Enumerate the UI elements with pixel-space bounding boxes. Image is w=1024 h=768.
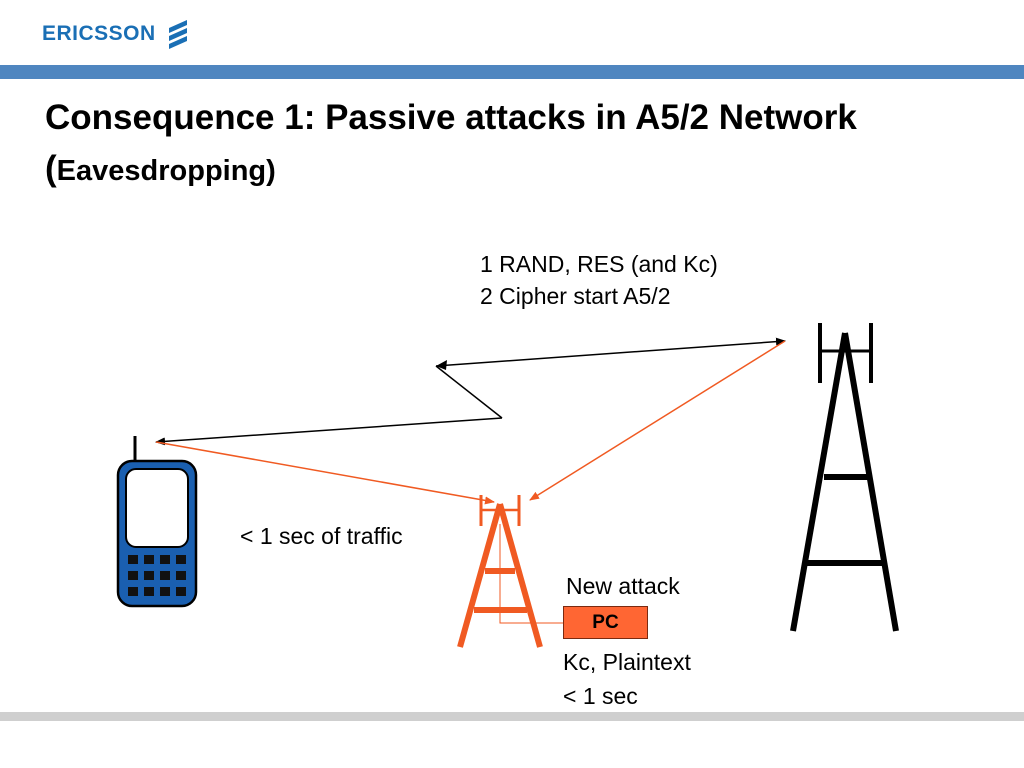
base-station-tower-icon: [790, 323, 899, 632]
intercept-from-phone: [155, 441, 495, 505]
mobile-phone-icon: [116, 436, 198, 608]
title-sub-text: Eavesdropping): [56, 154, 276, 187]
label-step1: 1 RAND, RES (and Kc): [480, 251, 718, 277]
signal-arrow-to-tower: [435, 337, 786, 367]
signaling-path: [155, 337, 786, 446]
title-sub: (Eavesdropping): [45, 144, 1005, 195]
ericsson-logo: ERICSSON: [42, 18, 190, 50]
label-result-kc: Kc, Plaintext: [563, 649, 691, 675]
label-new-attack: New attack: [566, 573, 680, 599]
attacker-pc-box: PC: [563, 606, 648, 639]
title-main: Consequence 1: Passive attacks in A5/2 N…: [45, 98, 857, 137]
pc-label: PC: [592, 611, 619, 633]
intercept-from-tower: [529, 340, 786, 501]
footer-bar: [0, 712, 1024, 721]
header-bar: [0, 65, 1024, 79]
ericsson-stripes-icon: [168, 20, 187, 49]
signal-arrow-to-phone: [155, 417, 503, 446]
logo-text: ERICSSON: [42, 22, 156, 45]
tower-to-pc-connector: [499, 524, 563, 624]
label-result-time: < 1 sec: [563, 683, 638, 709]
slide-title: Consequence 1: Passive attacks in A5/2 N…: [45, 93, 1005, 195]
label-step2: 2 Cipher start A5/2: [480, 283, 671, 309]
signal-arrowhead-left: [436, 360, 447, 370]
title-paren: (: [45, 148, 57, 188]
intercept-paths: [155, 340, 786, 505]
label-traffic: < 1 sec of traffic: [240, 523, 403, 549]
signal-segment-middle: [435, 365, 503, 419]
